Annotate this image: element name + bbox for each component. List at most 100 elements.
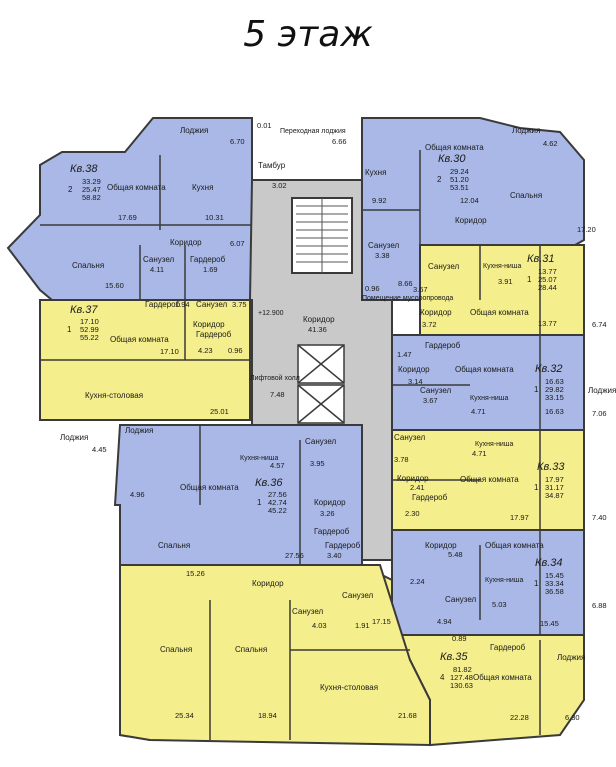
kv37-wardrobe-label: Гардероб <box>145 300 181 309</box>
kv31-corridor-label: Коридор <box>420 308 452 317</box>
kv30-kitchen-label: Кухня <box>365 168 386 177</box>
apartment-35-area-1: 81.82 <box>453 665 472 674</box>
kv36-corridor-label: Коридор <box>314 498 346 507</box>
kv30-corridor-area: 8.66 <box>398 279 413 288</box>
kv37-bath-area: 3.75 <box>232 300 247 309</box>
kv34-bath-area: 4.94 <box>437 617 452 626</box>
apartment-35-bottom <box>119 564 431 747</box>
kv38-wardrobe-label: Гардероб <box>190 255 226 264</box>
partition-walls <box>40 150 541 740</box>
apartment-37-area-2: 52.99 <box>80 325 99 334</box>
kv37-kitchen-area: 25.01 <box>210 407 229 416</box>
vestibule-label: Тамбур <box>258 161 286 170</box>
kv34-niche-area: 5.03 <box>492 600 507 609</box>
kv36-wardrobe-label: Гардероб <box>314 527 350 536</box>
kv32-common-area: 16.63 <box>545 407 564 416</box>
kv33-bath-label: Санузел <box>394 433 425 442</box>
apartment-32-area-1: 16.63 <box>545 377 564 386</box>
kv38-corridor-label: Коридор <box>170 238 202 247</box>
kv37-corridor-area: 4.23 <box>198 346 213 355</box>
kv31-common-label: Общая комната <box>470 308 529 317</box>
apartment-30-rooms: 2 <box>437 175 442 184</box>
kv34-corridor-label: Коридор <box>425 541 457 550</box>
kv31-bath-label: Санузел <box>428 262 459 271</box>
loggia-top-right-area: 4.62 <box>543 139 558 148</box>
apartment-31-rooms: 1 <box>527 275 532 284</box>
kv32-wardrobe-label: Гардероб <box>425 341 461 350</box>
kv33-niche-label: Кухня-ниша <box>475 441 513 448</box>
kv35-wardrobe-mid-label: Гардероб <box>325 541 361 550</box>
apartment-30-shape[interactable] <box>361 117 585 301</box>
kv34-niche-label: Кухня-ниша <box>485 577 523 584</box>
loggia-top-label: Лоджия <box>180 126 208 135</box>
apartment-31-area-2: 25.07 <box>538 275 557 284</box>
stair-lines <box>296 198 348 273</box>
kv35-wardrobe-area: 0.89 <box>452 634 467 643</box>
kv32-wardrobe-area: 1.47 <box>397 350 412 359</box>
kv32-loggia-label: Лоджия <box>588 386 616 395</box>
kv37-loggia-label: Лоджия <box>60 433 88 442</box>
lift-hall-label: Лифтовой холл <box>250 374 300 382</box>
apartment-31-shape[interactable] <box>419 244 585 336</box>
kv35-bedroom3-area: 18.94 <box>258 711 277 720</box>
apartment-31-area-3: 28.44 <box>538 283 557 292</box>
kv31-niche-area: 3.91 <box>498 277 513 286</box>
kv35-bedroom3-label: Спальня <box>235 645 267 654</box>
kv33-niche-area: 4.71 <box>472 449 487 458</box>
kv38-bedroom-area: 15.60 <box>105 281 124 290</box>
kv35-wardrobe-label: Гардероб <box>490 643 526 652</box>
kv33-loggia-area: 7.40 <box>592 513 607 522</box>
kv36-common-label: Общая комната <box>180 483 239 492</box>
kv33-wardrobe-label: Гардероб <box>412 493 448 502</box>
kv35-bedroom2-area: 25.34 <box>175 711 194 720</box>
kv36-wardrobe-area: 3.40 <box>327 551 342 560</box>
apartment-32-label: Кв.32 <box>535 363 563 375</box>
apartment-36-rooms: 1 <box>257 498 262 507</box>
kv30-common-label: Общая комната <box>425 143 484 152</box>
kv33-bath-area: 3.78 <box>394 455 409 464</box>
main-corridor-area: 41.36 <box>308 325 327 334</box>
kv35-bath1-area: 4.03 <box>312 621 327 630</box>
kv35-corridor-label: Коридор <box>252 579 284 588</box>
kv37-wardrobe2-area: 0.96 <box>228 346 243 355</box>
kv32-corridor-area: 3.14 <box>408 377 423 386</box>
lift-hall-area: 7.48 <box>270 390 285 399</box>
apartment-30-area-1: 29.24 <box>450 167 469 176</box>
apartment-35-area-3: 130.63 <box>450 681 473 690</box>
kv36-niche-label: Кухня-ниша <box>240 455 278 462</box>
loggia-right-area: 17.20 <box>577 225 596 234</box>
apartment-36-label: Кв.36 <box>255 477 283 489</box>
kv37-loggia-area: 4.45 <box>92 445 107 454</box>
kv32-corridor-label: Коридор <box>398 365 430 374</box>
kv36-loggia-label: Лоджия <box>125 426 153 435</box>
lift-shafts <box>297 344 345 424</box>
kv36-bath-label: Санузел <box>305 437 336 446</box>
kv33-corridor-label: Коридор <box>397 474 429 483</box>
loggia-top-right-label: Лоджия <box>512 126 540 135</box>
kv30-bedroom-area: 12.04 <box>460 196 479 205</box>
kv35-common-label: Общая комната <box>473 673 532 682</box>
kv38-bath-area: 4.11 <box>150 265 164 274</box>
vestibule-area: 3.02 <box>272 181 287 190</box>
kv35-kitchen-area: 21.68 <box>398 711 417 720</box>
apartment-33-label: Кв.33 <box>537 461 565 473</box>
apartment-36-area-1: 27.56 <box>268 490 287 499</box>
kv34-common-label: Общая комната <box>485 541 544 550</box>
kv33-corridor-area: 2.41 <box>410 483 425 492</box>
kv30-kitchen-area: 9.92 <box>372 196 387 205</box>
apartment-35-area-2: 127.48 <box>450 673 473 682</box>
kv32-bath-label: Санузел <box>420 386 451 395</box>
kv35-bedroom1-area: 15.26 <box>186 569 205 578</box>
kv36-loggia-area: 4.96 <box>130 490 145 499</box>
kv32-niche-area: 4.71 <box>471 407 486 416</box>
kv37-kitchen-label: Кухня-столовая <box>85 391 143 400</box>
transition-loggia-label: Переходная лоджия <box>280 128 346 135</box>
kv38-corridor-area: 6.07 <box>230 239 245 248</box>
apartment-30-label: Кв.30 <box>438 153 466 165</box>
loggia-top-area: 6.70 <box>230 137 245 146</box>
kv35-bath2-area: 1.91 <box>355 621 370 630</box>
area-0-96: 0.96 <box>365 284 380 293</box>
kv32-niche-label: Кухня-ниша <box>470 395 508 402</box>
garbage-room-label: Помещение мусоропровода <box>362 295 453 302</box>
